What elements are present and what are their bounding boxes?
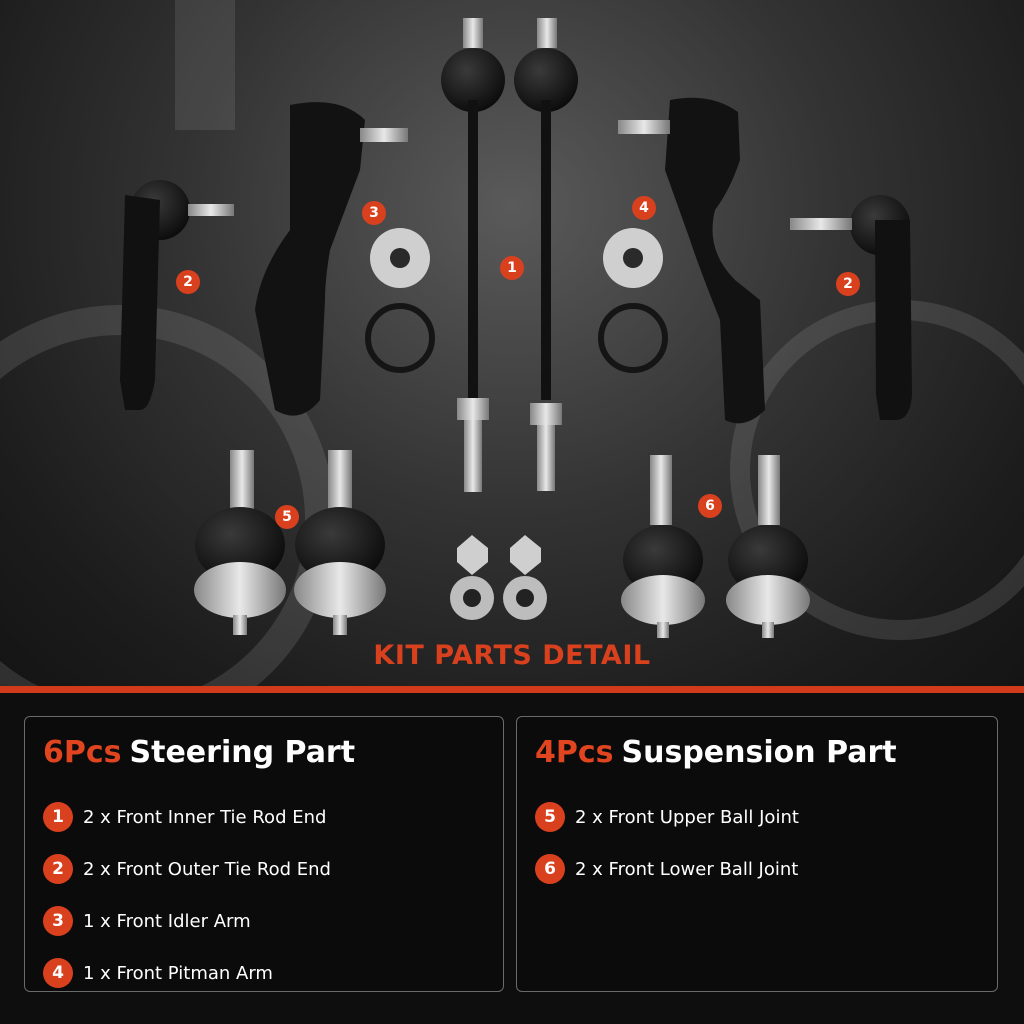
list-item: 3 1 x Front Idler Arm [43, 895, 331, 947]
item-number-badge: 3 [43, 906, 73, 936]
list-item: 5 2 x Front Upper Ball Joint [535, 791, 799, 843]
outer-tie-rod-right [790, 195, 912, 420]
product-photo: 1 2 2 3 4 5 6 [0, 0, 1024, 688]
callout-badge-5: 5 [275, 505, 299, 529]
parts-illustration [0, 0, 1024, 688]
item-text: 2 x Front Outer Tie Rod End [83, 858, 331, 880]
outer-tie-rod-left [120, 180, 234, 410]
item-text: 2 x Front Lower Ball Joint [575, 858, 799, 880]
suspension-item-list: 5 2 x Front Upper Ball Joint 6 2 x Front L… [535, 791, 799, 895]
item-number-badge: 5 [535, 802, 565, 832]
lower-ball-joints [621, 455, 810, 638]
callout-badge-2-right: 2 [836, 272, 860, 296]
item-number-badge: 2 [43, 854, 73, 884]
list-item: 4 1 x Front Pitman Arm [43, 947, 331, 999]
item-number-badge: 1 [43, 802, 73, 832]
callout-badge-1: 1 [500, 256, 524, 280]
item-text: 1 x Front Pitman Arm [83, 962, 273, 984]
item-number-badge: 6 [535, 854, 565, 884]
upper-ball-joints [194, 450, 386, 635]
suspension-qty: 4Pcs [535, 735, 614, 770]
list-item: 2 2 x Front Outer Tie Rod End [43, 843, 331, 895]
list-item: 6 2 x Front Lower Ball Joint [535, 843, 799, 895]
inner-tie-rod-left [441, 18, 505, 492]
list-item: 1 2 x Front Inner Tie Rod End [43, 791, 331, 843]
steering-title: Steering Part [129, 735, 356, 770]
item-text: 1 x Front Idler Arm [83, 910, 251, 932]
divider-bar [0, 686, 1024, 693]
steering-item-list: 1 2 x Front Inner Tie Rod End 2 2 x Front … [43, 791, 331, 999]
callout-badge-2-left: 2 [176, 270, 200, 294]
item-number-badge: 4 [43, 958, 73, 988]
washers-and-clips [365, 228, 668, 620]
suspension-title: Suspension Part [621, 735, 897, 770]
kit-parts-title: KIT PARTS DETAIL [373, 640, 651, 671]
pitman-arm [618, 97, 765, 424]
callout-badge-4: 4 [632, 196, 656, 220]
item-text: 2 x Front Inner Tie Rod End [83, 806, 327, 828]
inner-tie-rod-right [514, 18, 578, 491]
idler-arm [255, 102, 408, 416]
callout-badge-3: 3 [362, 201, 386, 225]
steering-qty: 6Pcs [43, 735, 122, 770]
item-text: 2 x Front Upper Ball Joint [575, 806, 799, 828]
callout-badge-6: 6 [698, 494, 722, 518]
